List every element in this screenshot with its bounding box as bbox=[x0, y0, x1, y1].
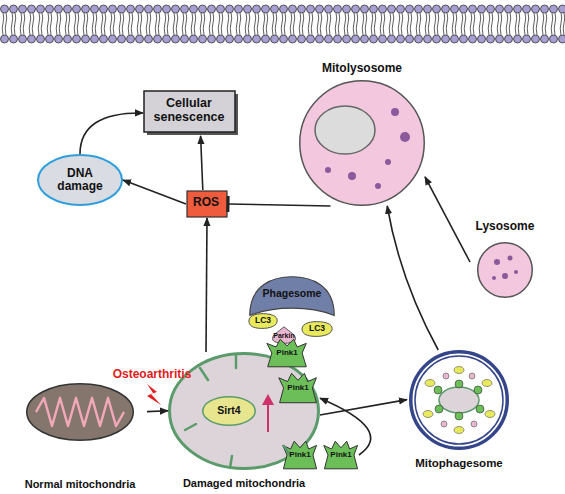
node-label: LC3 bbox=[300, 320, 334, 338]
protein-blob: Pink1 bbox=[323, 440, 359, 470]
protein-ellipse-fill bbox=[203, 397, 256, 426]
protein-blob: Parkin bbox=[270, 326, 298, 346]
organelle-circle-fill bbox=[300, 81, 425, 206]
node-label: Lysosome bbox=[470, 218, 540, 236]
node-label: Pink1 bbox=[266, 338, 308, 368]
lightning-symbol bbox=[147, 384, 161, 405]
phagesome-dome: Phagesome bbox=[248, 275, 336, 319]
outcome-box-fill bbox=[144, 91, 235, 132]
node-label: Pink1 bbox=[282, 440, 318, 470]
ros-box: ROS bbox=[186, 190, 228, 218]
effect-ellipse-fill bbox=[38, 155, 122, 205]
node-label: Mitophagesome bbox=[407, 454, 511, 472]
protein-blob: LC3 bbox=[300, 320, 334, 338]
organelle-circle: Mitophagesome bbox=[407, 350, 511, 474]
flow-arrow bbox=[147, 410, 168, 412]
cell-membrane bbox=[0, 0, 565, 48]
mitochondrion-outline bbox=[26, 383, 134, 441]
node-label: Cellular senescence bbox=[143, 90, 235, 132]
node-label: Parkin bbox=[270, 326, 298, 346]
organelle-circle: Mitolysosome bbox=[299, 60, 425, 206]
flow-arrow bbox=[123, 180, 186, 204]
node-label: DNA damage bbox=[55, 154, 105, 206]
protein-blob: Pink1 bbox=[278, 372, 318, 404]
node-label: Mitolysosome bbox=[299, 60, 425, 78]
protein-blob: LC3 bbox=[247, 312, 279, 330]
organelle-circle-outline bbox=[299, 80, 425, 206]
organelle-circle-outline bbox=[409, 350, 509, 450]
protein-ellipse: Sirt4 bbox=[202, 396, 256, 426]
organelle-circle-fill bbox=[478, 243, 533, 298]
node-label: Phagesome bbox=[248, 281, 336, 307]
flow-arrow bbox=[206, 218, 207, 352]
flow-arrow bbox=[425, 177, 470, 262]
inhibition-line bbox=[228, 204, 331, 206]
mitochondrion: Normal mitochondria bbox=[13, 383, 147, 493]
node-label: ROS bbox=[186, 190, 226, 216]
outcome-box: Cellular senescence bbox=[143, 90, 239, 136]
node-label: Pink1 bbox=[323, 440, 359, 470]
flow-arrow bbox=[80, 113, 143, 154]
flow-arrow bbox=[320, 400, 407, 415]
node-label: Normal mitochondria bbox=[13, 475, 147, 493]
node-label: Sirt4 bbox=[202, 396, 256, 426]
protein-blob: Pink1 bbox=[282, 440, 318, 470]
organelle-circle-outline bbox=[477, 242, 533, 298]
flow-arrow bbox=[387, 206, 438, 350]
node-label: LC3 bbox=[247, 312, 279, 330]
organelle-circle: Lysosome bbox=[470, 218, 540, 298]
node-label: Damaged mitochondria bbox=[168, 474, 320, 492]
flow-arrow bbox=[201, 136, 203, 190]
node-label: Pink1 bbox=[278, 372, 318, 404]
ros-box-fill bbox=[187, 191, 227, 217]
protein-blob: Pink1 bbox=[266, 338, 308, 368]
trigger-label: Osteoarthritis bbox=[104, 366, 200, 382]
mitochondrion-fill bbox=[27, 384, 134, 441]
effect-ellipse: DNA damage bbox=[37, 154, 123, 206]
organelle-circle-fill bbox=[411, 352, 508, 449]
